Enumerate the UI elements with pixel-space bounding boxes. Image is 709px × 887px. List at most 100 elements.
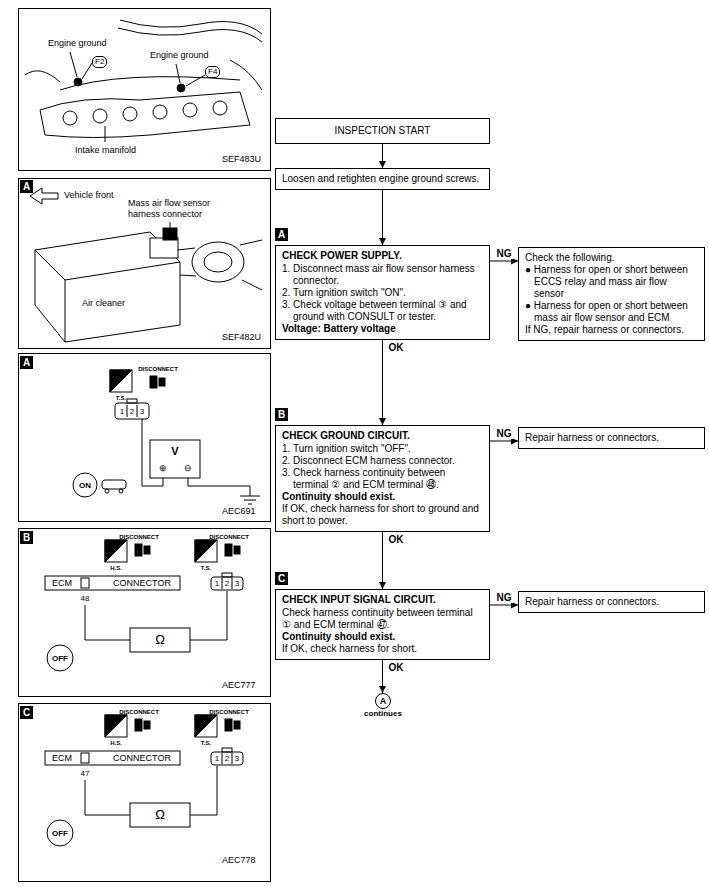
- flow-arrow: [382, 190, 383, 245]
- connector-caption: continues: [353, 709, 413, 719]
- meter-unit: V: [171, 446, 178, 457]
- continuation-connector: Acontinues: [353, 693, 413, 719]
- part-label: ⊖: [184, 463, 192, 474]
- step-item: 2. Turn ignition switch "ON".: [282, 287, 483, 299]
- figure-panel: [19, 179, 271, 349]
- pin-number: 2: [130, 407, 134, 416]
- figure-code: AEC691: [222, 506, 256, 517]
- process-box: Loosen and retighten engine ground screw…: [275, 168, 490, 190]
- pin-number: 1: [215, 754, 219, 763]
- box-frame: Repair harness or connectors.: [518, 427, 705, 449]
- voltage-check-illustration: [73, 370, 260, 504]
- step-badge: A: [275, 228, 288, 241]
- step-item: 1. Disconnect mass air flow sensor harne…: [282, 263, 483, 287]
- box-text: Loosen and retighten engine ground screw…: [282, 173, 483, 185]
- part-label: Engine ground: [48, 38, 107, 49]
- part-label: CONNECTOR: [113, 753, 171, 764]
- part-label: Vehicle front: [64, 190, 114, 201]
- part-label: ECM: [52, 578, 72, 589]
- pin-number: 3: [235, 754, 239, 763]
- pin-number: 3: [235, 579, 239, 588]
- figure-code: AEC778: [222, 855, 256, 866]
- check-step-box: C CHECK INPUT SIGNAL CIRCUIT.Check harnes…: [275, 572, 490, 660]
- box-text: If NG, repair harness or connectors.: [525, 324, 698, 336]
- step-item: 3. Check voltage between terminal ③ and …: [282, 299, 483, 323]
- step-item: 3. Check harness continuity between term…: [282, 467, 483, 491]
- step-title: CHECK POWER SUPPLY.: [282, 250, 483, 262]
- criterion-text: Continuity should exist.: [282, 631, 483, 643]
- connector-circle: A: [375, 693, 391, 709]
- step-badge: C: [275, 572, 288, 585]
- box-frame: Loosen and retighten engine ground screw…: [275, 168, 490, 190]
- part-label: Mass air flow sensor harness connector: [128, 198, 228, 220]
- figure-code: SEF482U: [222, 332, 261, 343]
- step-badge: B: [275, 408, 288, 421]
- branch-label: NG: [496, 592, 513, 603]
- step-badge: C: [20, 706, 33, 719]
- pin-number: 2: [225, 754, 229, 763]
- branch-label: OK: [388, 534, 405, 545]
- ng-action-box: Check the following. ● Harness for open o…: [518, 247, 705, 341]
- criterion-text: Continuity should exist.: [282, 491, 483, 503]
- box-text: Repair harness or connectors.: [525, 432, 698, 444]
- ng-action-box: Repair harness or connectors.: [518, 591, 705, 613]
- pin-number: 48: [81, 594, 90, 603]
- icon-label: DISCONNECT: [138, 366, 178, 373]
- part-label: CONNECTOR: [113, 578, 171, 589]
- box-text: Check the following.: [525, 252, 698, 264]
- box-frame: INSPECTION START: [275, 118, 490, 144]
- ng-action-box: Repair harness or connectors.: [518, 427, 705, 449]
- part-label: Air cleaner: [82, 298, 125, 309]
- box-text: If OK, check harness for short to ground…: [282, 503, 483, 527]
- meter-unit: Ω: [155, 808, 165, 822]
- part-label: Engine ground: [150, 50, 209, 61]
- icon-label: T.S.: [201, 740, 211, 747]
- branch-label: OK: [388, 662, 405, 673]
- continuity-check-illustration: [19, 704, 271, 882]
- step-title: CHECK INPUT SIGNAL CIRCUIT.: [282, 594, 483, 606]
- engine-illustration: [25, 20, 262, 142]
- icon-label: H.S.: [110, 740, 122, 747]
- icon-label: H.S.: [110, 565, 122, 572]
- box-text: Check harness continuity between termina…: [282, 607, 483, 631]
- switch-position: OFF: [52, 653, 68, 664]
- flow-arrow: [490, 441, 518, 442]
- figure-panel: [19, 354, 271, 522]
- box-text: Repair harness or connectors.: [525, 596, 698, 608]
- check-step-box: A CHECK POWER SUPPLY.1. Disconnect mass a…: [275, 228, 490, 340]
- ground-tag: F4: [205, 66, 220, 78]
- connector-letter: A: [376, 694, 390, 708]
- icon-label: DISCONNECT: [209, 709, 249, 716]
- meter-unit: Ω: [155, 633, 165, 647]
- box-text: If OK, check harness for short.: [282, 643, 483, 655]
- box-text: INSPECTION START: [282, 123, 483, 139]
- icon-label: DISCONNECT: [209, 534, 249, 541]
- start-box: INSPECTION START: [275, 118, 490, 144]
- pin-number: 1: [120, 407, 124, 416]
- icon-label: T.S.: [201, 565, 211, 572]
- switch-position: OFF: [52, 828, 68, 839]
- part-label: ECM: [52, 753, 72, 764]
- flow-arrow: [490, 605, 518, 606]
- box-frame: Repair harness or connectors.: [518, 591, 705, 613]
- figure-panel: [19, 9, 271, 171]
- flow-arrow: [382, 144, 383, 168]
- icon-label: T.S.: [116, 395, 126, 402]
- box-frame: CHECK GROUND CIRCUIT.1. Turn ignition sw…: [275, 425, 490, 532]
- figure-code: AEC777: [222, 680, 256, 691]
- box-frame: Check the following. ● Harness for open o…: [518, 247, 705, 341]
- pin-number: 47: [81, 769, 90, 778]
- switch-position: ON: [79, 480, 91, 491]
- bullet-item: ● Harness for open or short between mass…: [525, 300, 698, 324]
- step-item: 2. Disconnect ECM harness connector.: [282, 455, 483, 467]
- flow-arrow: [382, 660, 383, 693]
- step-title: CHECK GROUND CIRCUIT.: [282, 430, 483, 442]
- branch-label: NG: [496, 428, 513, 439]
- box-frame: CHECK POWER SUPPLY.1. Disconnect mass ai…: [275, 245, 490, 340]
- part-label: Intake manifold: [75, 145, 136, 156]
- step-badge: B: [20, 531, 33, 544]
- flow-arrow: [382, 532, 383, 589]
- part-label: ⊕: [159, 463, 167, 474]
